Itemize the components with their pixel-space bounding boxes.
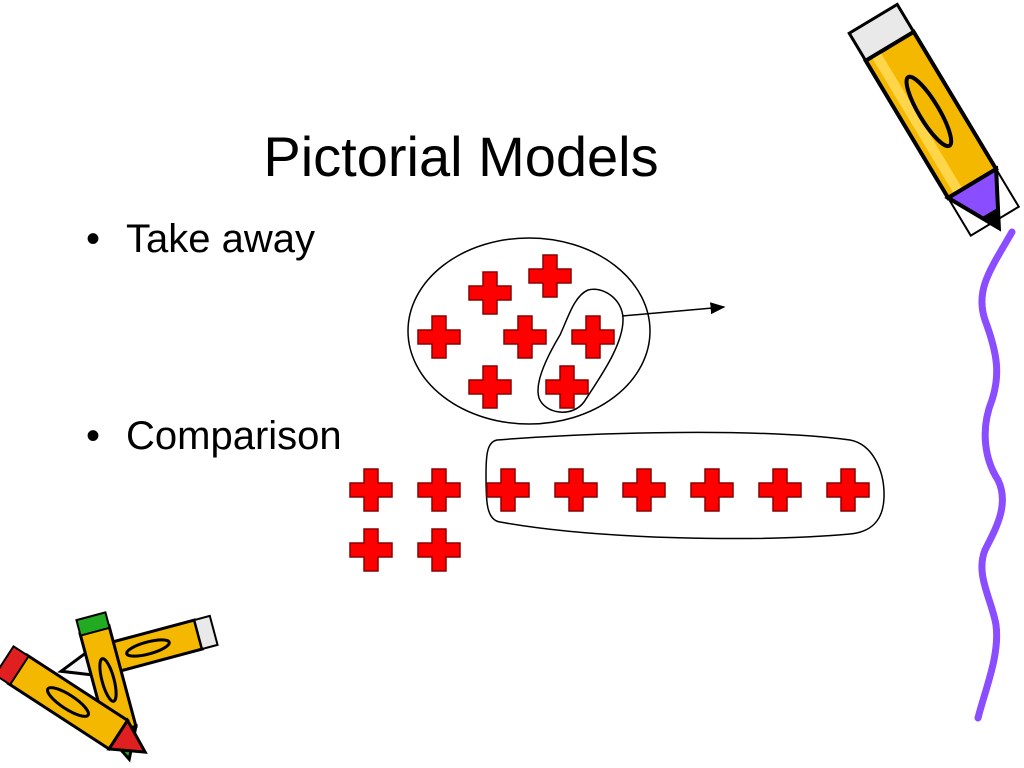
- red-cross-icon: [417, 468, 461, 512]
- bullet-text: Take away: [126, 217, 315, 261]
- red-cross-icon: [690, 468, 734, 512]
- pencil-icon: [847, 2, 1021, 237]
- red-cross-icon: [571, 315, 615, 359]
- red-cross-icon: [503, 315, 547, 359]
- matched-group-outline: [485, 431, 885, 540]
- bullet-marker: •: [86, 414, 101, 458]
- red-cross-icon: [417, 528, 461, 572]
- red-cross-icon: [468, 365, 512, 409]
- red-cross-icon: [486, 468, 530, 512]
- bullet-text: Comparison: [126, 414, 342, 458]
- bullet-marker: •: [86, 217, 101, 261]
- red-cross-icon: [826, 468, 870, 512]
- bullet-comparison: • Comparison: [86, 412, 342, 460]
- wavy-line-decoration: [974, 228, 1016, 722]
- take-away-arrow: [621, 302, 726, 317]
- red-cross-icon: [349, 528, 393, 572]
- crossed-pencils-icon: [0, 611, 219, 763]
- bullet-take-away: • Take away: [86, 215, 315, 263]
- red-cross-icon: [554, 468, 598, 512]
- red-cross-icon: [545, 365, 589, 409]
- take-away-model: [407, 237, 726, 425]
- red-cross-icon: [417, 315, 461, 359]
- take-away-set-outline: [407, 237, 651, 425]
- page-title: Pictorial Models: [263, 125, 659, 188]
- red-cross-icon: [758, 468, 802, 512]
- comparison-model: [349, 431, 885, 572]
- red-cross-icon: [528, 254, 572, 298]
- red-cross-icon: [622, 468, 666, 512]
- red-cross-icon: [349, 468, 393, 512]
- removed-group-outline: [537, 288, 624, 413]
- red-cross-icon: [468, 271, 512, 315]
